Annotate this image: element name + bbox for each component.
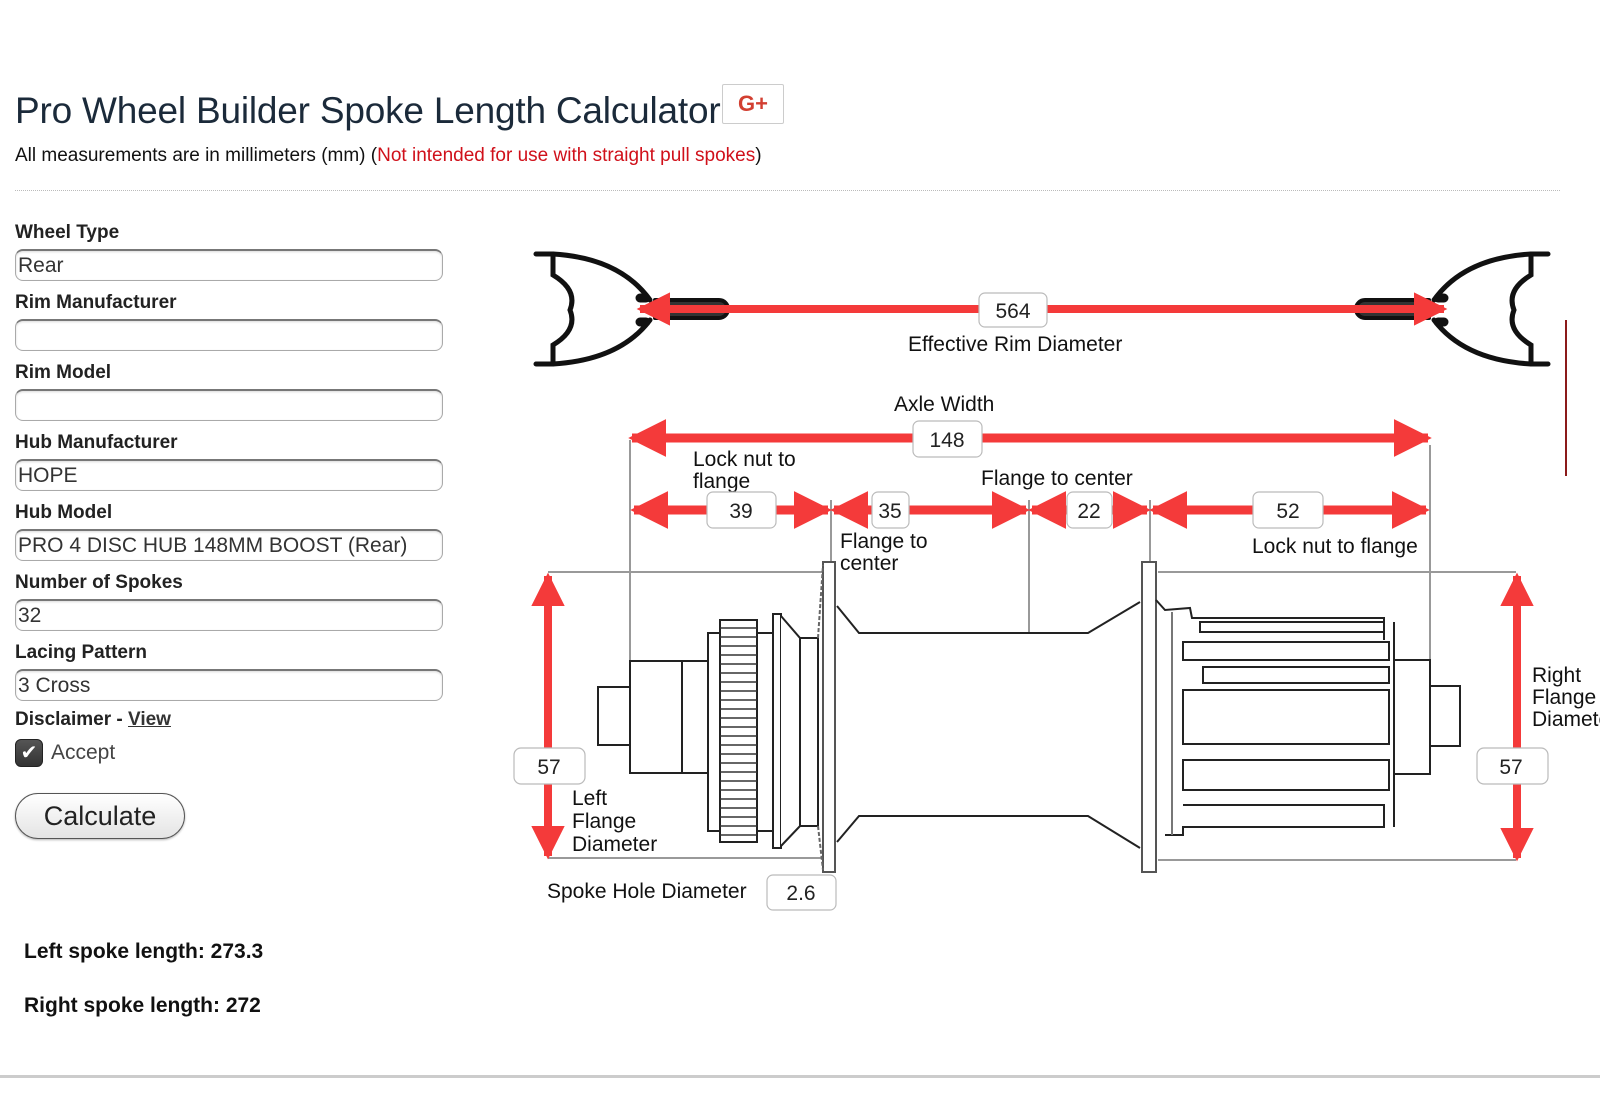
hub-manufacturer-field[interactable] <box>15 459 443 491</box>
lacing-pattern-field[interactable] <box>15 669 443 701</box>
axle-width-value-box: 148 <box>912 420 983 458</box>
svg-text:564: 564 <box>995 300 1030 323</box>
disclaimer-view-link[interactable]: View <box>128 709 171 730</box>
right-flange-to-center-value-box: 22 <box>1066 491 1113 529</box>
right-spoke-length: Right spoke length: 272 <box>24 994 261 1017</box>
hub-model-label: Hub Model <box>15 502 113 523</box>
right-flange-diameter-label-2: Flange <box>1532 686 1596 709</box>
svg-text:2.6: 2.6 <box>786 882 815 905</box>
number-of-spokes-label: Number of Spokes <box>15 572 183 593</box>
left-locknut-to-flange-label-1: Lock nut to <box>693 448 796 471</box>
svg-text:52: 52 <box>1276 500 1299 523</box>
extension-lines <box>548 440 1516 861</box>
accept-row: ✔ Accept <box>15 739 445 767</box>
left-spoke-length: Left spoke length: 273.3 <box>24 940 264 963</box>
effective-rim-diameter-value-box: 564 <box>978 292 1048 328</box>
rim-manufacturer-label: Rim Manufacturer <box>15 292 177 313</box>
rim-model-label: Rim Model <box>15 362 112 383</box>
left-flange-to-center-value-box: 35 <box>871 491 910 529</box>
spoke-hole-diameter-value-box: 2.6 <box>766 874 837 911</box>
accept-label: Accept <box>51 741 116 764</box>
left-flange-diameter-label-3: Diameter <box>572 833 657 856</box>
right-flange-diameter-label-3: Diameter <box>1532 708 1600 731</box>
right-locknut-to-flange-value-box: 52 <box>1252 491 1324 529</box>
left-flange-diameter-value-box: 57 <box>513 747 586 785</box>
results: Left spoke length: 273.3 Right spoke len… <box>24 940 263 1048</box>
number-of-spokes-field[interactable] <box>15 599 443 631</box>
svg-text:57: 57 <box>1499 756 1522 779</box>
rim-model-field[interactable] <box>15 389 443 421</box>
svg-text:57: 57 <box>537 756 560 779</box>
left-flange-diameter-label-2: Flange <box>572 810 636 833</box>
lacing-pattern-label: Lacing Pattern <box>15 642 147 663</box>
wheel-type-label: Wheel Type <box>15 222 120 243</box>
calculator-form: Wheel Type Rim Manufacturer Rim Model Hu… <box>15 215 445 839</box>
accept-checkbox[interactable]: ✔ <box>15 739 43 767</box>
page-title: Pro Wheel Builder Spoke Length Calculato… <box>15 90 721 131</box>
left-locknut-to-flange-label-2: flange <box>693 470 750 493</box>
google-plus-icon: G+ <box>738 91 768 116</box>
left-flange-to-center-label-2: center <box>840 552 898 575</box>
lockring-teeth <box>720 627 757 836</box>
left-flange-to-center-label-1: Flange to <box>840 530 928 553</box>
svg-text:22: 22 <box>1077 500 1100 523</box>
right-flange-diameter-label-1: Right <box>1532 664 1581 687</box>
right-flange-diameter-value-box: 57 <box>1476 747 1549 785</box>
right-flange-to-center-label: Flange to center <box>981 467 1133 490</box>
rim-manufacturer-field[interactable] <box>15 319 443 351</box>
units-note: All measurements are in millimeters (mm)… <box>15 145 762 166</box>
footer-divider <box>0 1075 1600 1078</box>
header-divider <box>15 190 1560 191</box>
effective-rim-diameter-label: Effective Rim Diameter <box>908 333 1122 356</box>
spoke-hole-diameter-label: Spoke Hole Diameter <box>547 880 747 903</box>
right-locknut-to-flange-label: Lock nut to flange <box>1252 535 1418 558</box>
left-flange-diameter-label-1: Left <box>572 787 607 810</box>
wheel-type-field[interactable] <box>15 249 443 281</box>
hub-manufacturer-label: Hub Manufacturer <box>15 432 178 453</box>
svg-text:35: 35 <box>878 500 901 523</box>
svg-text:39: 39 <box>729 500 752 523</box>
left-locknut-to-flange-value-box: 39 <box>706 491 777 529</box>
straight-pull-warning: Not intended for use with straight pull … <box>377 145 756 166</box>
axle-width-label: Axle Width <box>894 393 994 416</box>
google-plus-share-button[interactable]: G+ <box>722 84 784 124</box>
hub-drawing <box>597 561 1461 873</box>
hub-model-field[interactable] <box>15 529 443 561</box>
checkmark-icon: ✔ <box>20 742 38 764</box>
disclaimer: Disclaimer - View <box>15 709 171 730</box>
calculate-button[interactable]: Calculate <box>15 793 185 839</box>
svg-text:148: 148 <box>929 429 964 452</box>
